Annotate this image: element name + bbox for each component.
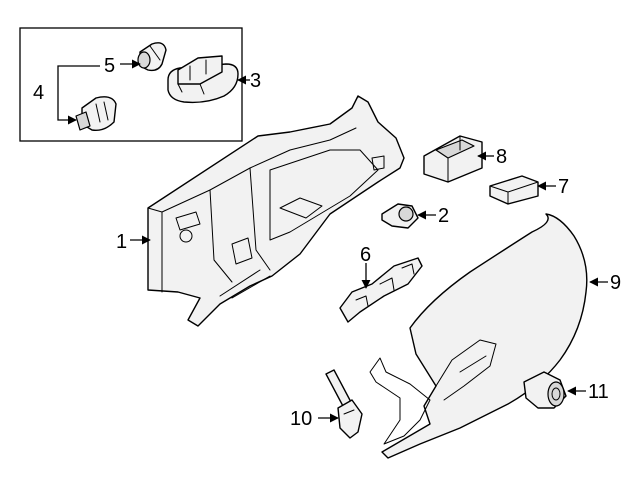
callout-7: 7 [558, 176, 569, 198]
callout-11: 11 [588, 381, 609, 403]
leader-4b [57, 92, 77, 125]
callout-9: 9 [610, 272, 621, 294]
part-5-bulb [137, 42, 167, 72]
callout-3: 3 [250, 70, 261, 92]
part-4-socket [75, 96, 117, 132]
part-2-lamp [381, 203, 419, 229]
part-7-switch [489, 175, 539, 205]
callout-5: 5 [104, 55, 115, 77]
callout-8: 8 [496, 146, 507, 168]
callout-6: 6 [360, 244, 371, 266]
part-10-damper [325, 369, 363, 439]
callouts: 1 2 3 4 5 6 7 8 9 10 11 [33, 55, 621, 430]
callout-1: 1 [116, 231, 127, 253]
callout-10: 10 [290, 408, 312, 430]
callout-2: 2 [438, 205, 449, 227]
leader-4 [57, 65, 100, 92]
part-9-glove-box-door [369, 213, 588, 459]
part-11-bumper [523, 371, 567, 409]
callout-4: 4 [33, 82, 44, 104]
part-6-striker [339, 257, 423, 323]
part-3-lamp-housing [167, 55, 239, 104]
leader-lines [57, 59, 608, 423]
part-8-bracket [423, 135, 483, 183]
part-1-glove-box-housing [147, 95, 405, 327]
